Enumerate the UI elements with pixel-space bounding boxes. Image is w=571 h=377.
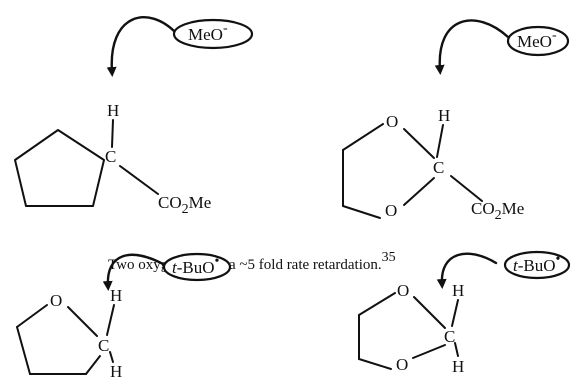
m4-bond-o1-ch2	[358, 292, 396, 316]
m4-carbon-label: C	[444, 327, 455, 346]
m4-base-label: t-BuO•	[513, 252, 561, 275]
m4-oxygen-2-label: O	[396, 355, 408, 374]
m1-bond-c-h	[111, 119, 114, 148]
molecule-2: O O C H CO2Me MeO-	[342, 19, 570, 223]
molecule-4: O O C H H t-BuO•	[358, 250, 571, 376]
m1-hydrogen-label: H	[107, 101, 119, 120]
m4-curved-arrow	[436, 252, 498, 289]
m2-base-oval	[506, 25, 570, 57]
m1-cyclopentane-ring	[14, 129, 105, 207]
m4-bond-o1-c	[413, 296, 446, 329]
m3-bond-ch2-o	[16, 304, 48, 328]
m4-bond-o2-c	[412, 344, 446, 359]
m4-bond-c-h1	[451, 299, 459, 327]
m3-carbon-label: C	[98, 336, 109, 355]
m2-ester-label: CO2Me	[471, 199, 524, 223]
m3-bond-o-c	[67, 306, 98, 337]
m1-base-oval	[172, 18, 254, 50]
m2-bond-c-h	[436, 124, 444, 158]
m2-base-label: MeO-	[517, 28, 557, 51]
m1-ester-label: CO2Me	[158, 193, 211, 217]
m2-bond-o2-c	[403, 177, 435, 206]
m2-bond-ch2-o2	[342, 205, 381, 219]
m2-oxygen-2-label: O	[385, 201, 397, 220]
m4-hydrogen-2-label: H	[452, 357, 464, 376]
caption-text: Two oxygens cause a ~5 fold rate retarda…	[108, 250, 396, 273]
m1-base-label: MeO-	[188, 21, 228, 44]
m3-base-label: t-BuO•	[172, 254, 220, 277]
m3-bond-c-h1	[106, 304, 115, 336]
m1-curved-arrow	[106, 16, 178, 77]
m4-hydrogen-1-label: H	[452, 281, 464, 300]
m2-carbon-label: C	[433, 158, 444, 177]
m4-bond-c-h2	[454, 342, 459, 357]
m2-bond-o1-c	[403, 128, 435, 159]
m3-bond-ch2-ch2-left	[16, 326, 31, 375]
m2-hydrogen-label: H	[438, 106, 450, 125]
m3-curved-arrow	[102, 253, 167, 291]
molecule-1: C H CO2Me MeO-	[14, 16, 254, 217]
m1-bond-c-ester	[119, 165, 159, 195]
m1-carbon-label: C	[105, 147, 116, 166]
m3-bond-c-h2	[109, 351, 114, 363]
m3-base-oval	[162, 252, 232, 282]
m4-bond-ch2-o2	[358, 358, 392, 370]
m3-bond-c-ch2	[85, 355, 101, 375]
m2-oxygen-1-label: O	[386, 112, 398, 131]
m2-bond-c-ester	[450, 175, 483, 202]
m3-hydrogen-1-label: H	[110, 286, 122, 305]
molecule-3: O C H H t-BuO•	[16, 252, 232, 377]
m3-oxygen-label: O	[50, 291, 62, 310]
m2-curved-arrow	[434, 19, 510, 75]
m4-base-oval	[503, 250, 571, 280]
m4-oxygen-1-label: O	[397, 281, 409, 300]
m2-bond-o1-ch2	[342, 123, 384, 151]
m3-hydrogen-2-label: H	[110, 362, 122, 377]
